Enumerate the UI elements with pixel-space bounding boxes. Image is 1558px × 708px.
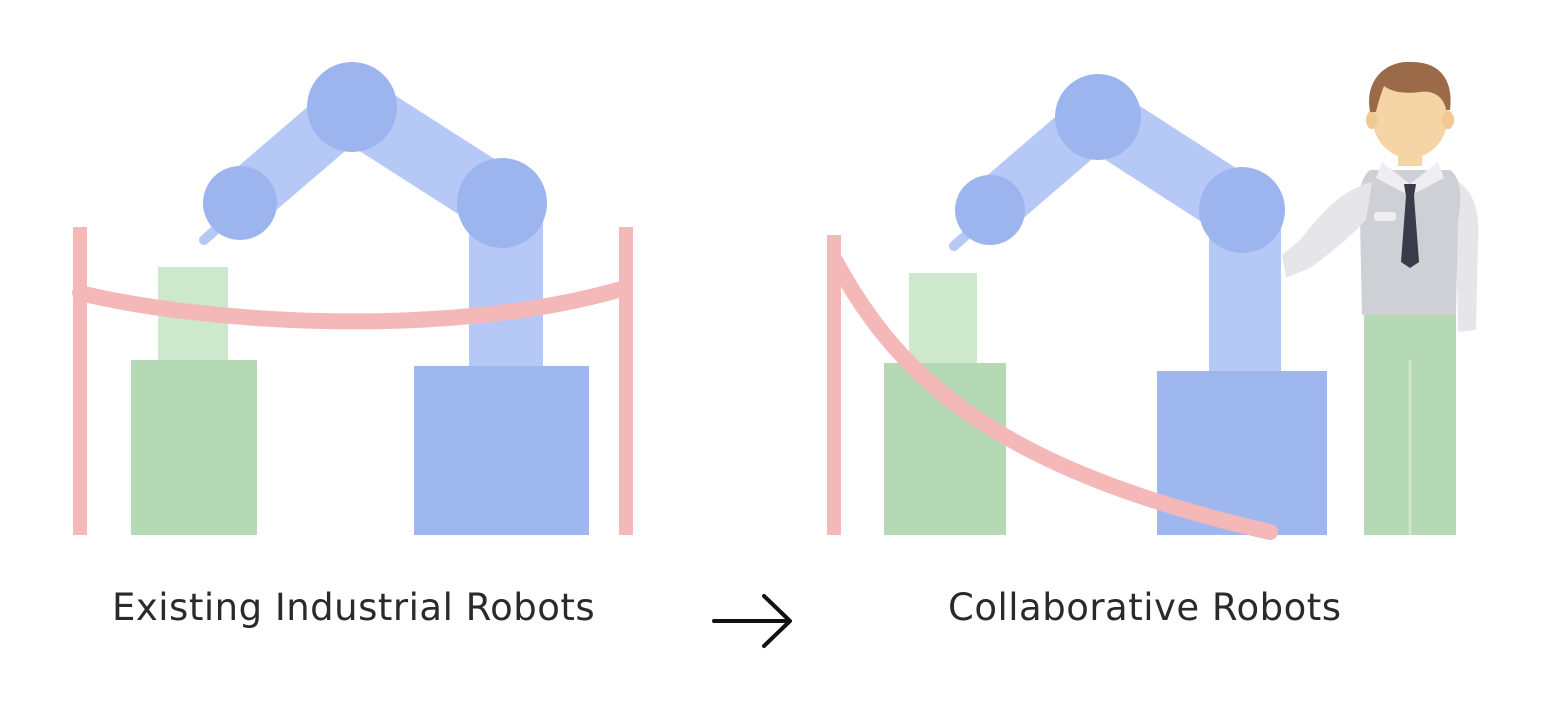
robot-arm [199, 62, 547, 366]
collaborative-robot-scene [827, 61, 1479, 540]
robot-joint-top [1055, 74, 1141, 160]
robot-joint-right [1199, 167, 1285, 253]
name-badge [1374, 212, 1396, 221]
caption-existing-industrial-robots: Existing Industrial Robots [112, 586, 596, 629]
barrier-post-right [619, 227, 633, 535]
person-ear-right [1442, 111, 1454, 129]
person-ear-left [1366, 111, 1378, 129]
barrier-rope-fallen [828, 254, 1278, 540]
industrial-robot-scene [72, 62, 633, 535]
barrier-post-left [73, 227, 87, 535]
barrier-rope [72, 282, 626, 330]
person-back-sleeve [1455, 180, 1479, 332]
robot-joint-right [457, 158, 547, 248]
workpiece-base [131, 360, 257, 535]
person-arm [1282, 182, 1372, 278]
robot-joint-top [307, 62, 397, 152]
person-head [1372, 74, 1448, 158]
workpiece-top [909, 273, 977, 367]
robot-base [414, 366, 589, 535]
arrow-right-icon [712, 594, 792, 648]
robot-arm [949, 74, 1285, 371]
person-hair [1369, 61, 1451, 112]
person-tie [1401, 184, 1419, 268]
person-illustration [1282, 61, 1479, 535]
robot-joint-gripper [955, 175, 1025, 245]
barrier-post-left [827, 235, 841, 535]
safety-barrier [72, 227, 633, 535]
caption-collaborative-robots: Collaborative Robots [948, 586, 1342, 629]
robot-joint-gripper [203, 166, 277, 240]
fallen-safety-barrier [827, 235, 1278, 540]
